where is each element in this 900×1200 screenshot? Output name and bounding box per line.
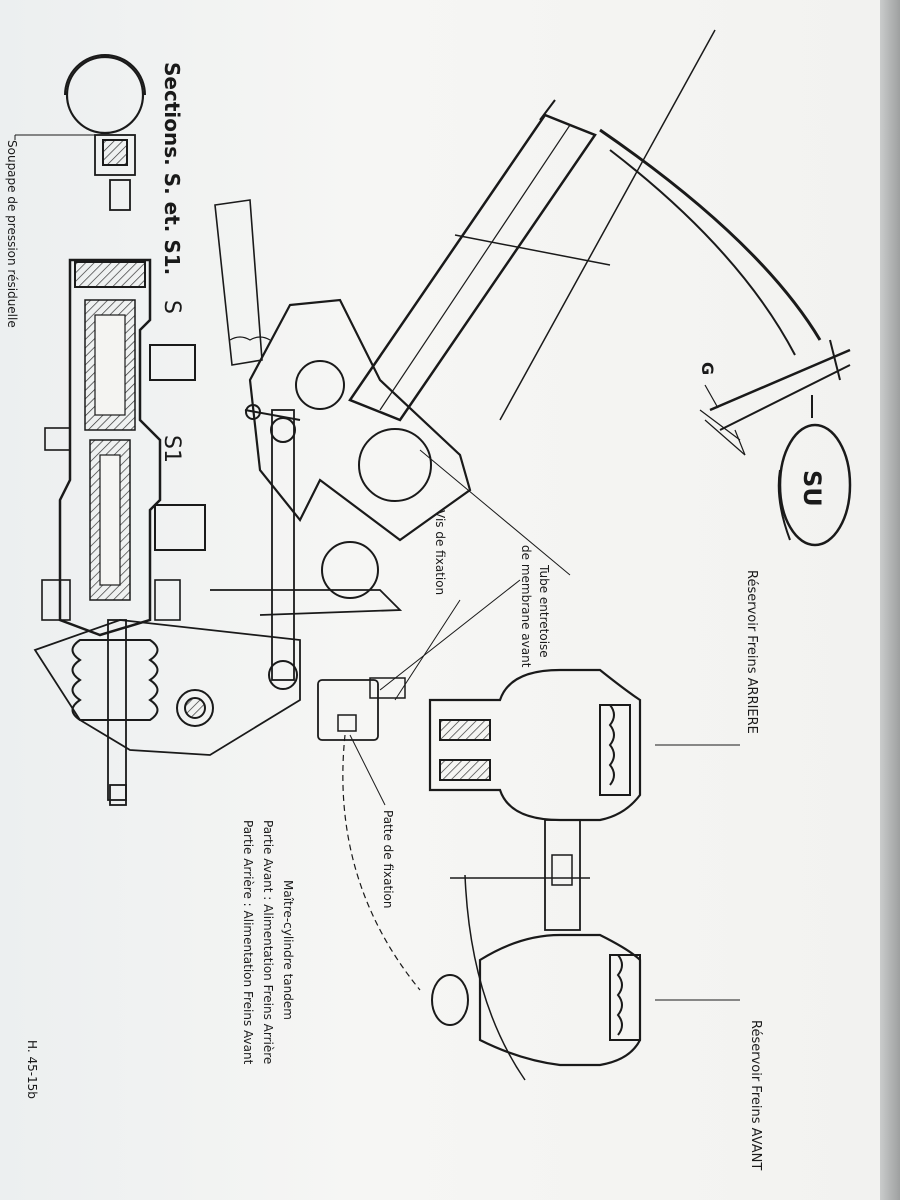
- tube-label-line1: Tube entretoise: [537, 564, 551, 658]
- su-label: SU: [798, 470, 826, 507]
- vis-fixation-label: Vis de fixation: [433, 510, 447, 595]
- legend-arriere: Partie Arrière : Alimentation Freins Ava…: [241, 820, 255, 1065]
- patte-fixation: [317, 677, 421, 991]
- brake-booster: [428, 668, 642, 1081]
- su-pedal-pad: [777, 423, 852, 547]
- section-s1-label: S1: [159, 435, 184, 463]
- g-label: G: [698, 362, 717, 375]
- master-cylinder: [33, 258, 301, 806]
- soupape-label: Soupape de pression résiduelle: [5, 140, 19, 328]
- push-rod: [244, 404, 301, 690]
- g-dimension: [699, 384, 746, 456]
- pedal-arm: [599, 128, 851, 431]
- reference-number: H. 45-15b: [25, 1040, 39, 1099]
- reservoir-avant-label: Réservoir Freins AVANT: [748, 1020, 763, 1170]
- page-edge: [880, 0, 900, 1200]
- legend-avant: Partie Avant : Alimentation Freins Arriè…: [261, 820, 275, 1064]
- tube-label-line2: de membrane avant: [519, 545, 533, 668]
- labels: Sections. S. et. S1. Soupape de pression…: [5, 62, 826, 1170]
- sections-title: Sections. S. et. S1.: [160, 62, 184, 275]
- pedal-lever: [348, 29, 716, 422]
- hydraulic-tube: [214, 199, 271, 366]
- section-s-label: S: [159, 300, 184, 314]
- leader-lines: [349, 449, 740, 1001]
- mounting-bracket: [210, 298, 472, 616]
- patte-fixation-label: Patte de fixation: [381, 810, 395, 908]
- soupape-detail: [14, 54, 146, 211]
- legend-title: Maître-cylindre tandem: [281, 880, 295, 1020]
- reservoir-arriere-label: Réservoir Freins ARRIERE: [744, 570, 759, 734]
